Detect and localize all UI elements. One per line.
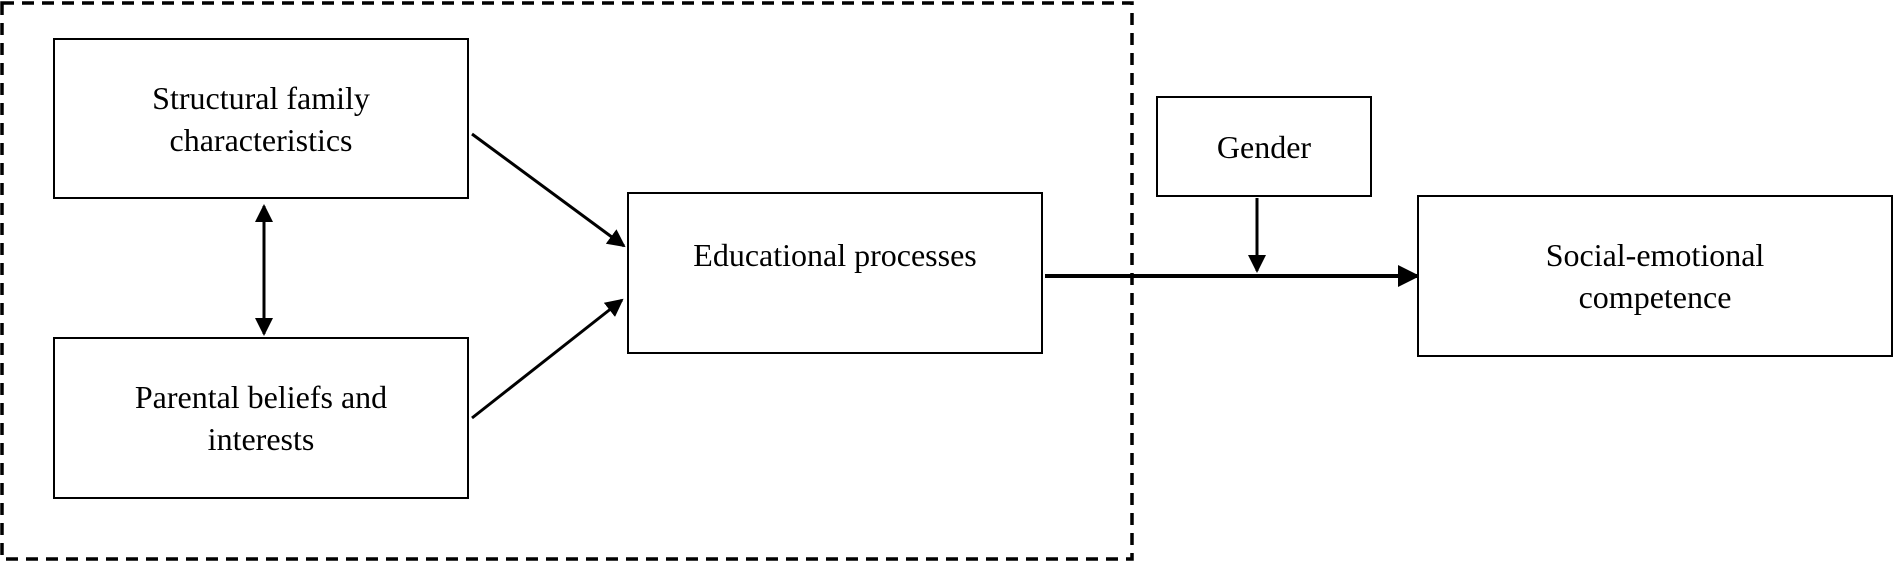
node-label: Gender xyxy=(1216,128,1312,165)
node-label: Parental beliefs and interests xyxy=(134,379,388,457)
node-social-emotional-competence: Social-emotional competence xyxy=(1417,195,1893,357)
node-educational-processes: Educational processes xyxy=(627,192,1043,354)
group-dashed-border xyxy=(0,1,1134,561)
arrow-parental-educational xyxy=(471,298,624,420)
node-parental-beliefs-and-interests: Parental beliefs and interests xyxy=(53,337,469,499)
node-label: Structural family characteristics xyxy=(152,79,370,158)
node-label: Social-emotional competence xyxy=(1545,237,1765,315)
arrow-structural-educational xyxy=(471,132,626,248)
node-structural-family-characteristics: Structural family characteristics xyxy=(53,38,469,199)
node-label: Educational processes xyxy=(693,237,977,273)
node-gender: Gender xyxy=(1156,96,1372,197)
